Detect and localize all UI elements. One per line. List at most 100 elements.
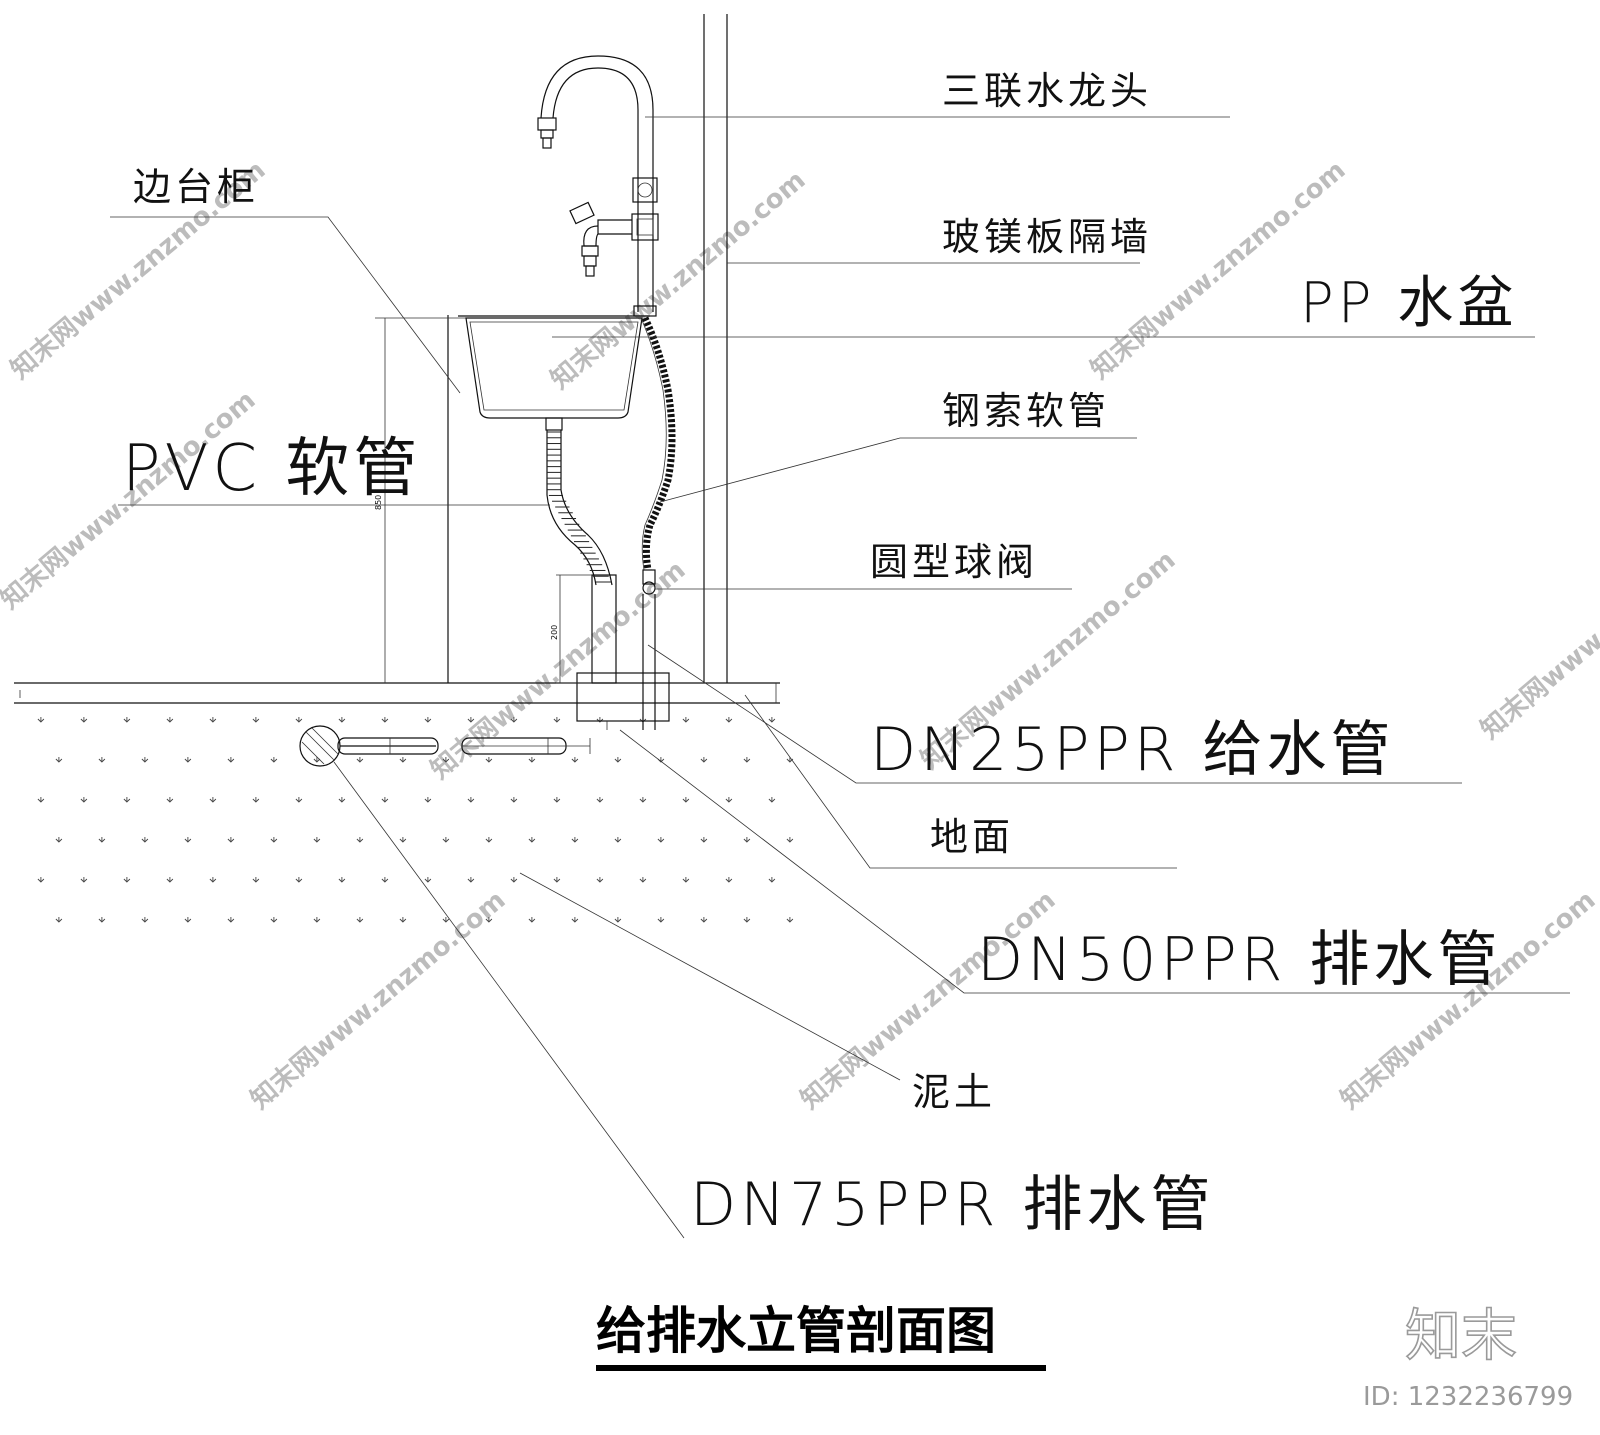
soil-mark: [467, 717, 475, 723]
soil-mark: [528, 837, 536, 843]
id-text: ID: 1232236799: [1363, 1382, 1573, 1412]
soil-mark: [725, 877, 733, 883]
soil-mark: [80, 717, 88, 723]
soil-mark: [700, 837, 708, 843]
soil-mark: [614, 757, 622, 763]
soil-mark: [55, 917, 63, 923]
watermark: 知末网www.znzmo.com: [245, 885, 511, 1115]
watermark: 知末网www.znzmo.com: [1335, 885, 1600, 1115]
soil-mark: [37, 797, 45, 803]
soil-mark: [37, 877, 45, 883]
soil-mark: [786, 917, 794, 923]
drawing-title: 给排水立管剖面图: [596, 1302, 996, 1360]
watermark: 知末网www.znzmo.com: [1475, 515, 1600, 745]
soil-mark: [80, 797, 88, 803]
leader-lines: [110, 116, 1570, 1239]
soil-mark: [55, 837, 63, 843]
soil-mark: [80, 877, 88, 883]
soil-mark: [98, 917, 106, 923]
buried-pipes: [299, 725, 591, 767]
soil-mark: [639, 877, 647, 883]
soil-mark: [424, 797, 432, 803]
label-dn25: DN25PPR 给水管: [870, 715, 1395, 785]
soil-mark: [510, 717, 518, 723]
soil-mark: [295, 797, 303, 803]
soil-mark: [510, 877, 518, 883]
soil-mark: [700, 917, 708, 923]
soil-mark: [356, 917, 364, 923]
soil-mark: [295, 717, 303, 723]
soil-mark: [786, 837, 794, 843]
label-partition-wall: 玻镁板隔墙: [942, 215, 1152, 259]
soil-mark: [338, 877, 346, 883]
soil-mark: [682, 877, 690, 883]
soil-mark: [381, 877, 389, 883]
label-basin: PP 水盆: [1300, 271, 1517, 336]
soil-mark: [657, 917, 665, 923]
soil-mark: [227, 917, 235, 923]
soil-mark: [596, 877, 604, 883]
soil-mark: [485, 757, 493, 763]
partition-wall: [703, 14, 728, 683]
soil-mark: [596, 797, 604, 803]
soil-mark: [743, 917, 751, 923]
label-faucet: 三联水龙头: [942, 69, 1152, 113]
soil-mark: [485, 837, 493, 843]
soil-mark: [768, 797, 776, 803]
label-ball-valve: 圆型球阀: [870, 540, 1038, 584]
soil-mark: [442, 837, 450, 843]
soil-mark: [209, 717, 217, 723]
pipe-height-dim: 200: [550, 625, 559, 640]
soil-mark: [37, 717, 45, 723]
steel-braided-hose: [640, 316, 676, 571]
soil-mark: [270, 917, 278, 923]
soil-mark: [725, 717, 733, 723]
soil-mark: [725, 797, 733, 803]
soil-mark: [123, 877, 131, 883]
soil-mark: [553, 717, 561, 723]
soil-mark: [338, 717, 346, 723]
soil-mark: [270, 837, 278, 843]
soil-mark: [442, 757, 450, 763]
soil-mark: [227, 837, 235, 843]
soil-mark: [98, 837, 106, 843]
watermark: 知末网www.znzmo.com: [425, 555, 691, 785]
soil-mark: [252, 717, 260, 723]
soil-mark: [639, 797, 647, 803]
soil-mark: [442, 917, 450, 923]
soil-mark: [399, 757, 407, 763]
soil-mark: [467, 877, 475, 883]
soil-mark: [381, 797, 389, 803]
soil-mark: [166, 877, 174, 883]
soil-mark: [743, 837, 751, 843]
soil-mark: [141, 917, 149, 923]
soil-mark: [252, 797, 260, 803]
soil-mark: [184, 757, 192, 763]
label-dn75: DN75PPR 排水管: [690, 1170, 1215, 1240]
soil-mark: [528, 917, 536, 923]
soil-mark: [166, 797, 174, 803]
cabinet-height-dim: 850: [374, 495, 383, 510]
soil-mark: [381, 717, 389, 723]
soil-mark: [399, 837, 407, 843]
ground-slab: [14, 682, 780, 704]
soil-mark: [682, 717, 690, 723]
pp-basin: [458, 315, 650, 431]
soil-mark: [528, 757, 536, 763]
soil-mark: [123, 717, 131, 723]
soil-mark: [743, 757, 751, 763]
brand-logo: 知末: [1405, 1304, 1517, 1369]
callout-labels: 三联水龙头 玻镁板隔墙 PP 水盆 钢索软管 圆型球阀 边台柜 PVC 软管 D…: [122, 69, 1517, 1240]
brand-block: 知末 ID: 1232236799: [1363, 1303, 1573, 1412]
label-soil: 泥土: [912, 1070, 996, 1114]
soil-mark: [313, 757, 321, 763]
soil-mark: [657, 837, 665, 843]
soil-mark: [227, 757, 235, 763]
soil-mark: [424, 877, 432, 883]
label-dn50: DN50PPR 排水管: [977, 925, 1502, 995]
label-ground: 地面: [930, 815, 1014, 859]
soil-mark: [682, 797, 690, 803]
soil-mark: [209, 877, 217, 883]
label-steel-hose: 钢索软管: [942, 389, 1110, 433]
